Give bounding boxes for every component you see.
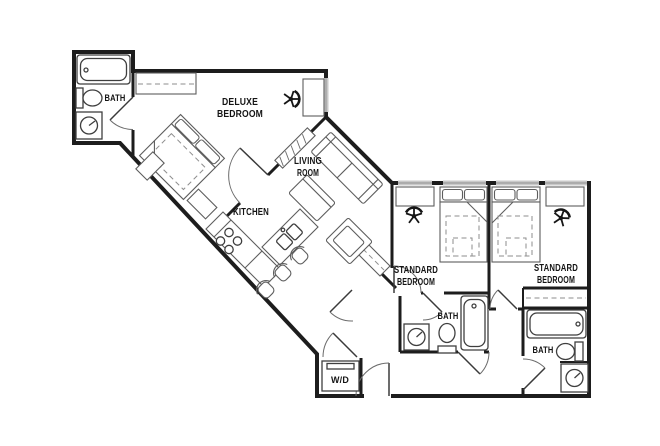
bath-top-left-label: BATH [105,93,126,103]
armchair [325,217,373,265]
kitchen-label: KITCHEN [233,207,269,218]
bath-middle-fixtures [403,295,489,354]
standard-bedroom-2-door [489,289,518,310]
standard-bedroom-1-label-line2: BEDROOM [397,277,435,288]
toilet [75,87,103,109]
bath-top-left-door [109,96,134,131]
bath-top-left-fixtures [75,54,131,140]
toilet [437,322,457,354]
deluxe-bedroom-label-line1: DELUXE [222,97,258,108]
deluxe-closet [135,72,197,95]
bath-right-fixtures [526,309,589,393]
kitchen-peninsula [261,208,319,266]
windows [323,78,587,186]
entry-opening [364,391,391,401]
dresser [135,151,165,181]
loveseat [288,174,336,222]
room-labels: BATH DELUXE BEDROOM LIVING ROOM KITCHEN … [105,93,578,385]
desk [395,186,435,207]
standard-bedroom-2-label-line2: BEDROOM [537,275,575,286]
deluxe-bed [138,113,226,201]
laundry-label: W/D [331,375,349,385]
sink [75,111,103,140]
standard-bedroom-1-label-line1: STANDARD [394,265,438,276]
deluxe-bedroom-label-line2: BEDROOM [217,109,263,120]
bathtub [460,295,489,351]
sink [403,323,430,351]
tv-console [274,127,316,169]
toilet [555,341,584,362]
bar-stool [272,262,292,282]
laundry-door [322,332,358,358]
living-room-label-line1: LIVING [294,156,322,167]
standard-bedroom-2-label-line1: STANDARD [534,263,578,274]
bath-right-door [522,358,546,391]
hall-door [329,289,354,322]
standard-bedroom-1-door [393,265,422,294]
dresser [186,188,218,220]
washer-dryer [321,360,360,392]
standard-bed-1 [439,186,488,263]
deluxe-bedroom-door [228,147,269,204]
bath-middle-door [422,292,443,321]
kitchen-sink [276,223,303,251]
stove [215,227,243,255]
doors [109,96,546,397]
sink [560,363,589,393]
bath-right-label: BATH [533,345,554,355]
hallway-door [457,351,490,375]
bathtub [76,54,131,85]
standard-bed-2 [491,186,541,263]
desk [545,186,585,207]
living-room-label-line2: ROOM [297,168,319,179]
bath-middle-label: BATH [438,311,459,321]
bathtub [526,309,587,339]
sofa [311,132,383,204]
deluxe-desk [302,78,325,117]
bar-stool [289,245,309,265]
bar-stool [255,279,275,299]
